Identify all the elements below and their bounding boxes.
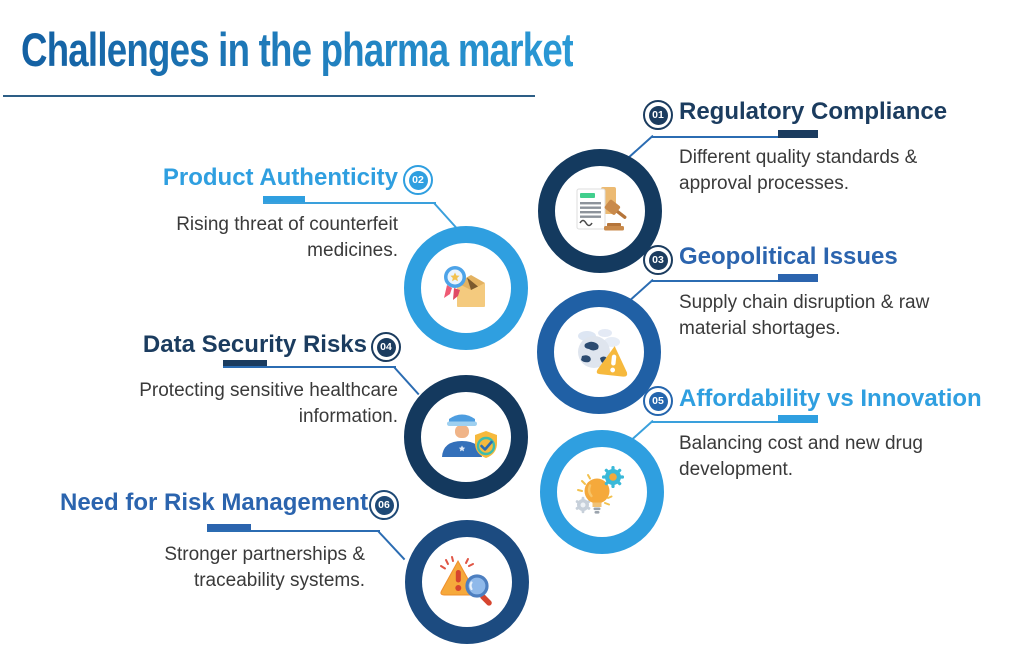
idea-gears-icon [575,466,624,514]
globe-warning-icon [578,329,628,377]
accent-bar [778,415,818,423]
item-description: Protecting sensitive healthcare informat… [139,380,398,427]
item-title: Geopolitical Issues [679,243,898,270]
accent-bar [207,524,251,532]
connector-line [651,280,818,282]
document-gavel-icon [576,187,627,231]
number-badge-label: 06 [374,495,394,515]
item-description: Balancing cost and new drug development. [679,433,923,480]
item-description: Supply chain disruption & raw material s… [679,292,930,339]
connector-line [223,366,396,368]
item-title: Affordability vs Innovation [679,385,982,412]
icon-circle-data-security-risks [404,375,528,499]
number-badge: 01 [643,100,673,130]
number-badge-label: 05 [648,391,668,411]
number-badge-label: 03 [648,250,668,270]
item-title: Regulatory Compliance [679,98,948,125]
accent-bar [778,130,818,138]
item-description: Stronger partnerships & traceability sys… [164,544,365,591]
certified-box-icon [444,266,485,307]
number-badge: 05 [643,386,673,416]
number-badge: 06 [369,490,399,520]
icon-circle-product-authenticity [404,226,528,350]
security-officer-shield-icon [442,414,497,458]
page-title: Challenges in the pharma market [21,23,574,76]
number-badge-label: 01 [648,105,668,125]
icon-circle-geopolitical-issues [537,290,661,414]
title-underline [3,95,535,97]
connector-line [207,530,380,532]
item-description: Rising threat of counterfeit medicines. [176,214,398,261]
connector-line [651,136,818,138]
number-badge-label: 02 [408,170,428,190]
number-badge: 02 [403,165,433,195]
connector-line [651,421,818,423]
item-description: Different quality standards & approval p… [679,147,918,194]
number-badge-label: 04 [376,337,396,357]
connector-diagonal [377,530,406,561]
number-badge: 03 [643,245,673,275]
number-badge: 04 [371,332,401,362]
item-title: Data Security Risks [142,331,367,358]
accent-bar [778,274,818,282]
accent-bar [263,196,305,204]
item-title: Product Authenticity [162,164,398,191]
risk-magnifier-icon [440,556,492,606]
item-title: Need for Risk Management [60,489,369,516]
icon-circle-regulatory-compliance [538,149,662,273]
connector-line [263,202,436,204]
icon-circle-need-for-risk-management [405,520,529,644]
icon-circle-affordability-vs-innovation [540,430,664,554]
accent-bar [223,360,267,368]
